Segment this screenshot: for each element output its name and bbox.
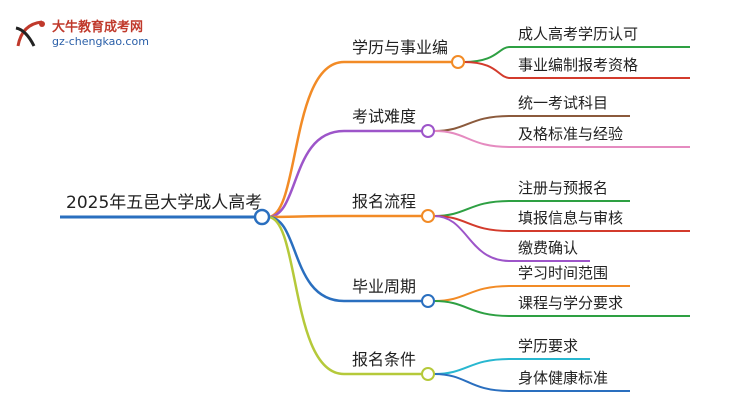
leaf-connector (433, 130, 511, 148)
leaf-label: 课程与学分要求 (518, 294, 624, 312)
leaf-label: 填报信息与审核 (518, 209, 624, 227)
leaf-connector (433, 115, 511, 132)
leaf-label: 事业编制报考资格 (518, 56, 639, 74)
leaf-label: 注册与预报名 (518, 179, 609, 197)
branch-connector (267, 60, 345, 219)
leaf-label: 成人高考学历认可 (518, 25, 639, 43)
leaf-connector (433, 285, 511, 302)
site-logo[interactable]: 大牛教育成考网 gz-chengkao.com (8, 14, 178, 58)
leaf-connector (433, 373, 511, 392)
root-node-circle (253, 208, 271, 226)
leaf-label: 及格标准与经验 (518, 125, 624, 143)
branch-connector (267, 214, 345, 219)
logo-url: gz-chengkao.com (52, 35, 149, 48)
leaf-label: 统一考试科目 (518, 94, 609, 112)
branch-label: 考试难度 (352, 107, 417, 126)
branch-node-circle (421, 209, 435, 223)
leaf-connector (433, 215, 511, 262)
branch-label: 报名条件 (352, 350, 417, 369)
branch-node-circle (451, 55, 465, 69)
branch-label: 报名流程 (352, 192, 417, 211)
leaf-label: 缴费确认 (518, 239, 579, 257)
leaf-connector (433, 358, 511, 375)
branch-label: 学历与事业编 (352, 38, 449, 57)
branch-node-circle (421, 367, 435, 381)
branch-node-circle (421, 294, 435, 308)
branch-connector (267, 215, 345, 303)
branch-label: 毕业周期 (352, 277, 417, 296)
branch-node-circle (421, 124, 435, 138)
leaf-connector (433, 300, 511, 317)
leaf-connector (463, 61, 511, 79)
branch-connector (267, 215, 345, 376)
logo-name: 大牛教育成考网 (52, 20, 144, 35)
leaf-label: 学历要求 (518, 337, 579, 355)
leaf-label: 身体健康标准 (518, 369, 609, 387)
branch-connector (267, 129, 345, 219)
leaf-label: 学习时间范围 (518, 264, 609, 282)
leaf-connector (463, 46, 511, 63)
leaf-connector (433, 200, 511, 217)
logo-mark-icon (15, 20, 45, 47)
root-label: 2025年五邑大学成人高考 (66, 193, 263, 213)
